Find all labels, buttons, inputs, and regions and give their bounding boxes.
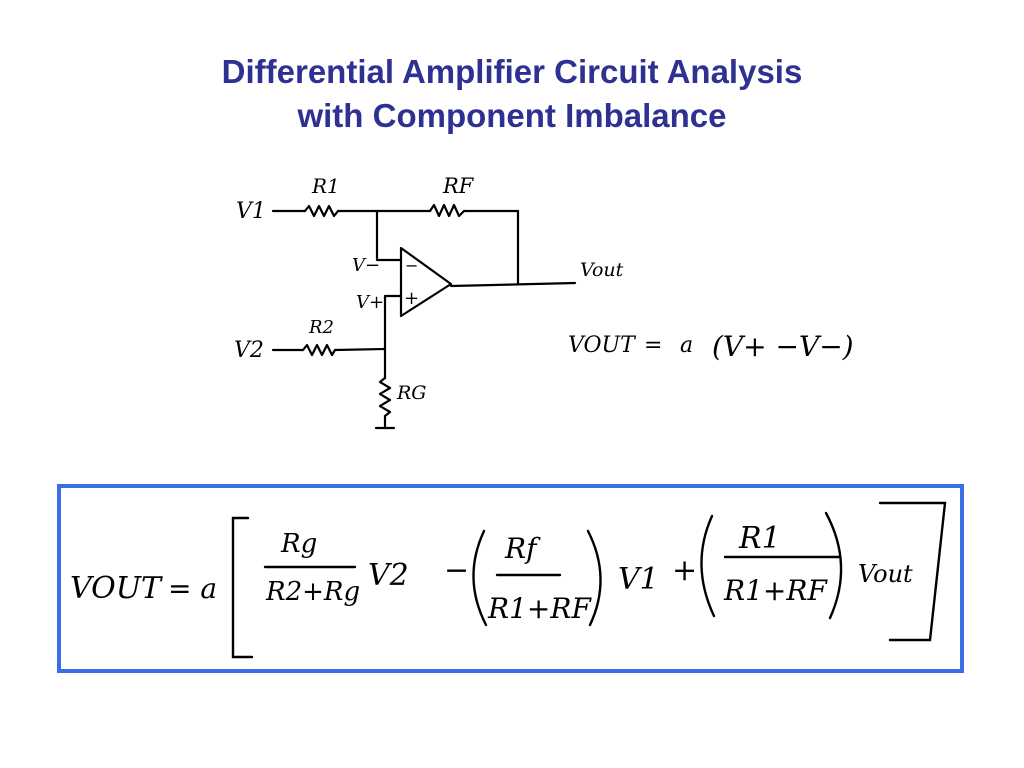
label-vout-circuit: Vout: [580, 259, 624, 281]
eq2-t1-num: Rg: [280, 529, 317, 559]
label-r2: R2: [308, 317, 334, 338]
label-vplus: V+: [356, 292, 384, 313]
label-rg: RG: [396, 382, 426, 404]
opamp-minus-sign: −: [405, 256, 418, 275]
resistor-r2: [301, 343, 337, 357]
resistor-rg: [378, 376, 392, 418]
label-vminus: V−: [352, 255, 380, 276]
eq2-equals-a: = a: [168, 572, 217, 605]
paren-close-3: [824, 511, 843, 620]
label-v2: V2: [234, 338, 264, 363]
paren-open-3: [700, 514, 716, 618]
eq2-t3-den: R1+RF: [723, 574, 828, 607]
title-line-2: with Component Imbalance: [297, 97, 727, 134]
eq2-lhs: VOUT: [70, 571, 163, 606]
label-v1: V1: [236, 199, 266, 224]
wire-output: [449, 281, 577, 288]
wire-r2-node: [333, 347, 387, 352]
left-bracket: [231, 516, 254, 659]
eq2-t2-var: V1: [618, 562, 659, 597]
equation-box: [57, 484, 964, 673]
equation-1: VOUT = a (V+ −V−): [568, 330, 854, 363]
eq2-plus: +: [672, 553, 697, 588]
eq1-a: a: [680, 333, 693, 358]
paren-open-2: [472, 529, 488, 627]
opamp-plus-sign: +: [404, 288, 419, 309]
eq2-t1-den: R2+Rg: [265, 577, 360, 607]
wire-inverting: [375, 209, 402, 262]
eq1-equals: =: [644, 333, 662, 358]
eq2-t2-den: R1+RF: [487, 592, 592, 625]
opamp-triangle: [399, 246, 453, 318]
eq2-minus: −: [444, 553, 469, 588]
resistor-r1: [303, 204, 340, 218]
eq1-body: (V+ −V−): [712, 330, 854, 363]
resistor-rf: [428, 203, 466, 218]
slide-title: Differential Amplifier Circuit Analysis …: [0, 50, 1024, 138]
label-r1: R1: [311, 174, 340, 198]
label-rf: RF: [442, 174, 475, 198]
title-line-1: Differential Amplifier Circuit Analysis: [221, 53, 803, 90]
eq2-t3-num: R1: [738, 521, 781, 556]
eq2-t2-num: Rf: [504, 532, 541, 565]
eq2-t1-var: V2: [368, 558, 409, 593]
right-bracket: [878, 501, 947, 642]
eq2-t3-var: Vout: [858, 560, 913, 588]
paren-close-2: [586, 529, 602, 627]
wire-noninverting: [383, 294, 402, 351]
eq1-lhs: VOUT: [568, 333, 637, 358]
wire-rf-feedback: [462, 209, 520, 285]
